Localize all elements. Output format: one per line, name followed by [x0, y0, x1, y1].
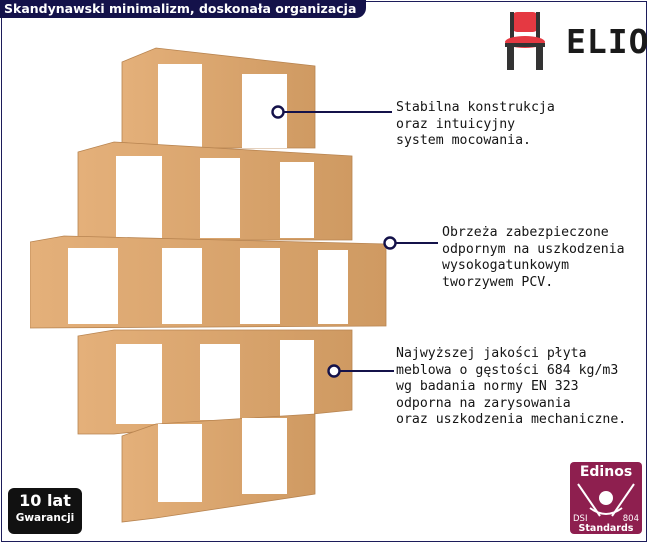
brand-name: ELIOR	[566, 22, 650, 61]
certificate-standards: Standards	[578, 523, 634, 534]
warranty-years: 10 lat	[19, 491, 71, 510]
brand-logo	[498, 10, 646, 72]
certificate-emblem-icon	[577, 483, 635, 517]
certificate-left: DSI	[573, 514, 588, 524]
warranty-badge: 10 lat Gwarancji	[8, 488, 82, 534]
callout-construction: Stabilna konstrukcja oraz intuicyjny sys…	[396, 100, 555, 148]
page-title: Skandynawski minimalizm, doskonała organ…	[0, 0, 367, 18]
certificate-badge: Edinos DSI 804 Standards	[570, 462, 642, 534]
certificate-title: Edinos	[579, 464, 633, 480]
chair-icon	[505, 12, 545, 70]
certificate-right: 804	[622, 514, 639, 524]
warranty-label: Gwarancji	[15, 512, 75, 524]
callout-board: Najwyższej jakości płyta meblowa o gęsto…	[396, 346, 627, 427]
bookshelf-illustration	[30, 47, 387, 523]
callout-edges: Obrzeża zabezpieczone odpornym na uszkod…	[442, 225, 625, 290]
